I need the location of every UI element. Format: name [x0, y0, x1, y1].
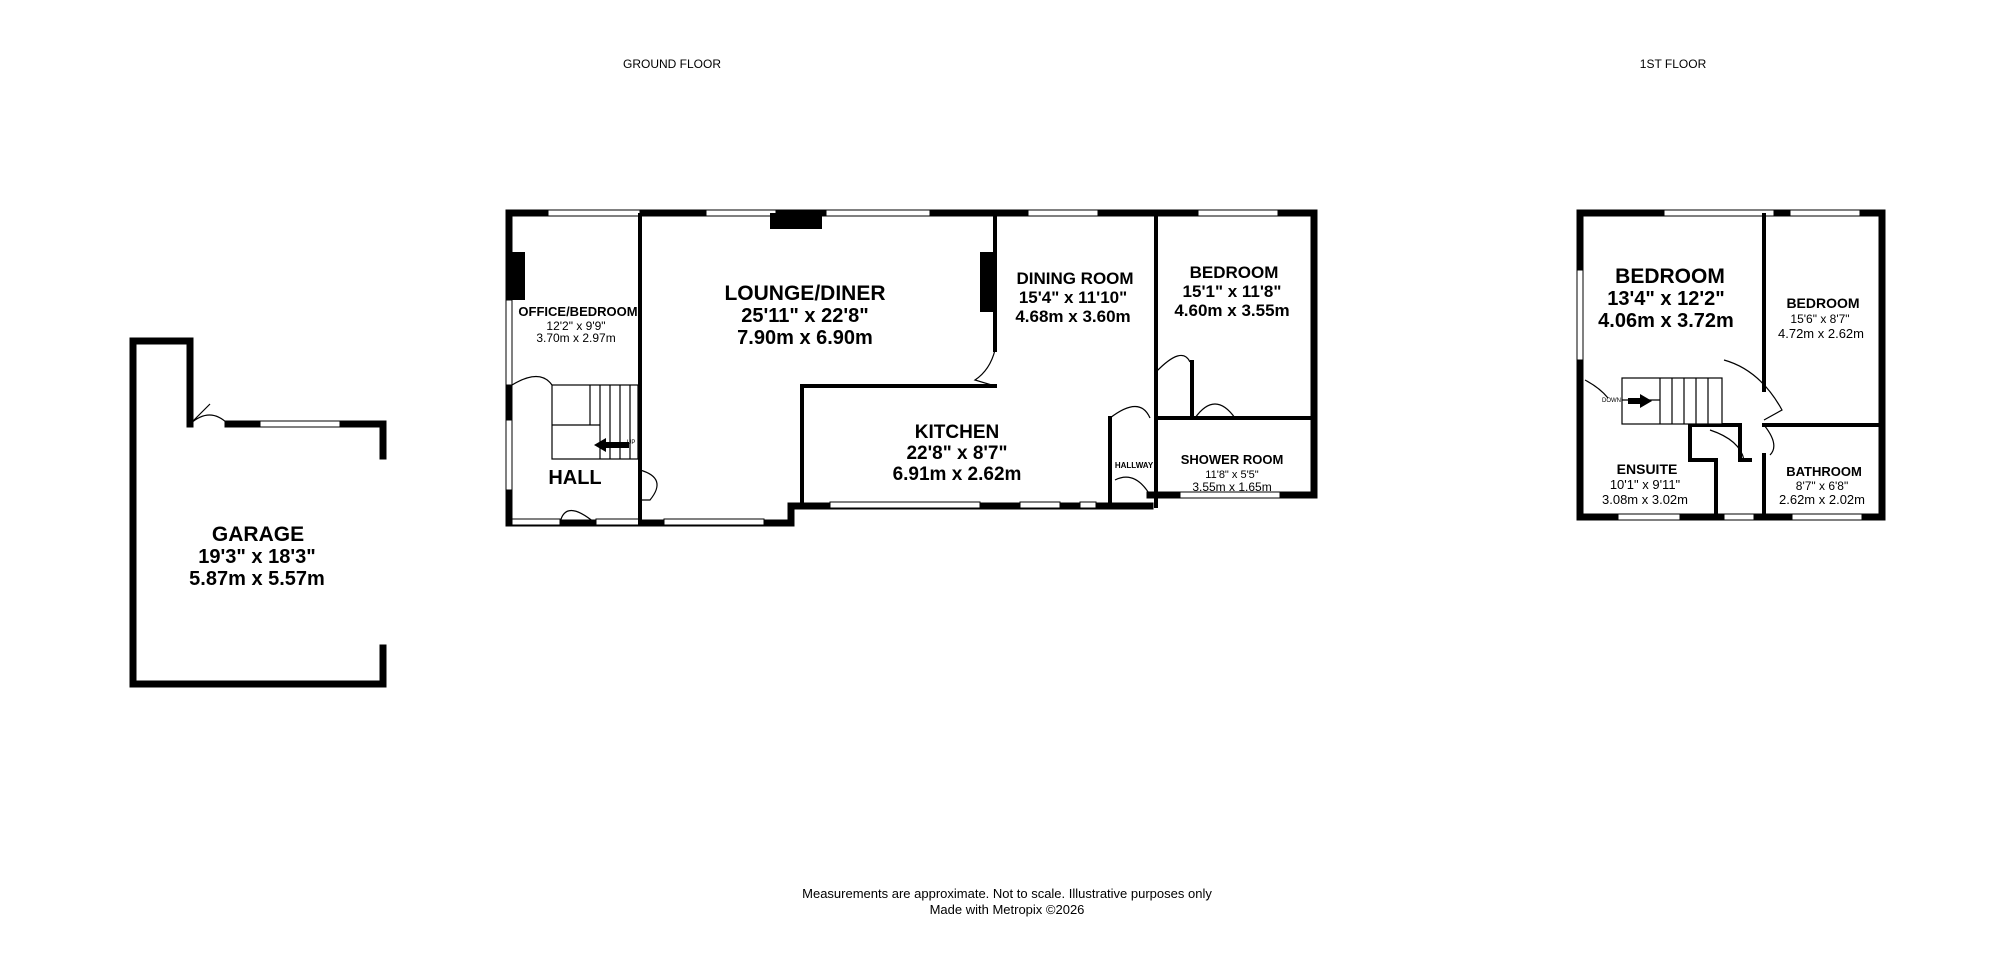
ensuite-metric: 3.08m x 3.02m [1602, 492, 1688, 507]
ensuite-imperial: 10'1" x 9'11" [1610, 477, 1681, 492]
bathroom-metric: 2.62m x 2.02m [1779, 492, 1865, 507]
lounge-imperial: 25'11" x 22'8" [741, 305, 868, 327]
hallway-name: HALLWAY [1115, 461, 1154, 470]
bedroom-ground-metric: 4.60m x 3.55m [1174, 301, 1289, 320]
bedroom-ground-imperial: 15'1" x 11'8" [1183, 282, 1282, 301]
stairs-up-label: UP [627, 440, 635, 446]
bedroom-2-metric: 4.72m x 2.62m [1778, 326, 1864, 341]
stairs-down-label: DOWN [1602, 398, 1621, 404]
office-name: OFFICE/BEDROOM [518, 304, 637, 319]
lounge-metric: 7.90m x 6.90m [737, 327, 873, 349]
kitchen-name: KITCHEN [915, 422, 999, 443]
garage-metric: 5.87m x 5.57m [189, 568, 325, 590]
hall-name: HALL [548, 467, 601, 489]
shower-imperial: 11'8" x 5'5" [1205, 469, 1258, 481]
bedroom-2-name: BEDROOM [1786, 295, 1859, 311]
garage: GARAGE 19'3" x 18'3" 5.87m x 5.57m [129, 337, 387, 688]
kitchen-imperial: 22'8" x 8'7" [906, 443, 1007, 464]
lounge-name: LOUNGE/DINER [724, 282, 885, 305]
footer-disclaimer: Measurements are approximate. Not to sca… [802, 886, 1212, 901]
shower-metric: 3.55m x 1.65m [1192, 480, 1271, 494]
bedroom-main-imperial: 13'4" x 12'2" [1607, 288, 1724, 310]
footer-credit: Made with Metropix ©2026 [930, 902, 1085, 917]
dining-name: DINING ROOM [1016, 269, 1133, 288]
garage-imperial: 19'3" x 18'3" [198, 546, 315, 568]
shower-name: SHOWER ROOM [1181, 452, 1284, 467]
office-metric: 3.70m x 2.97m [536, 331, 615, 345]
ground-floor-title: GROUND FLOOR [623, 57, 721, 71]
kitchen-metric: 6.91m x 2.62m [893, 464, 1022, 485]
ground-floor: UP OFFICE/BEDROOM 12'2" x 9'9" 3.70m x 2… [505, 209, 1318, 527]
dining-metric: 4.68m x 3.60m [1015, 307, 1130, 326]
bathroom-name: BATHROOM [1786, 464, 1862, 479]
bedroom-2-imperial: 15'6" x 8'7" [1790, 312, 1849, 326]
bathroom-imperial: 8'7" x 6'8" [1796, 479, 1848, 493]
bedroom-main-metric: 4.06m x 3.72m [1598, 310, 1734, 332]
garage-name: GARAGE [212, 523, 304, 546]
ensuite-name: ENSUITE [1617, 461, 1678, 477]
office-imperial: 12'2" x 9'9" [546, 319, 605, 333]
first-floor: DOWN BEDROOM 13'4" x 12'2" 4.06m x 3.72m… [1576, 209, 1886, 521]
first-floor-title: 1ST FLOOR [1640, 57, 1707, 71]
dining-imperial: 15'4" x 11'10" [1019, 288, 1127, 307]
bedroom-ground-name: BEDROOM [1190, 263, 1279, 282]
bedroom-main-name: BEDROOM [1615, 265, 1725, 288]
